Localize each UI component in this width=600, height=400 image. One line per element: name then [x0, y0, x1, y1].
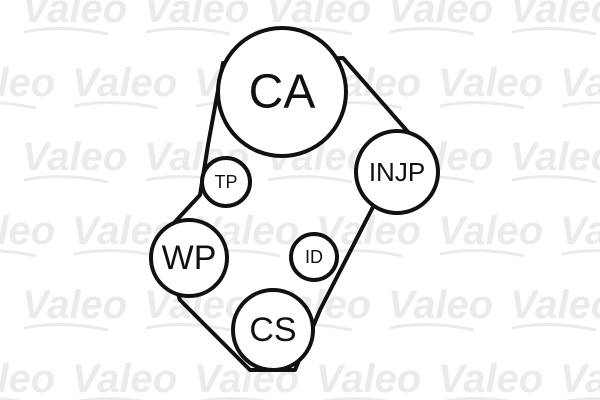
watermark-swoosh: [439, 248, 525, 258]
pulley-ca-label: CA: [249, 66, 316, 119]
watermark-text: Valeo: [510, 0, 600, 31]
watermark-swoosh: [23, 26, 109, 36]
watermark-swoosh: [198, 396, 267, 400]
watermark-swoosh: [320, 396, 389, 400]
watermark-swoosh: [23, 322, 109, 332]
watermark-swoosh: [439, 100, 525, 110]
pulley-wp-label: WP: [162, 239, 217, 277]
watermark-text: Valeo: [22, 283, 127, 327]
watermark-swoosh: [73, 248, 159, 258]
watermark-text: Valeo: [560, 209, 600, 253]
watermark-text: Valeo: [438, 357, 543, 400]
watermark-text: Valeo: [72, 61, 177, 105]
watermark-swoosh: [442, 396, 511, 400]
watermark-swoosh: [145, 322, 231, 332]
pulley-cs: CS: [231, 288, 315, 372]
watermark-swoosh: [511, 174, 597, 184]
watermark-text: Valeo: [22, 135, 127, 179]
watermark-text: Valeo: [266, 0, 371, 31]
watermark-text: Valeo: [0, 61, 55, 105]
watermark-text: Valeo: [510, 135, 600, 179]
watermark-text: Valeo: [560, 61, 600, 105]
watermark-text: Valeo: [438, 61, 543, 105]
watermark-text: Valeo: [72, 357, 177, 400]
pulley-injp: INJP: [354, 129, 440, 215]
pulley-injp-label: INJP: [369, 157, 425, 187]
watermark-swoosh: [267, 174, 353, 184]
watermark-text: Valeo: [388, 0, 493, 31]
watermark-swoosh: [561, 248, 600, 256]
watermark-swoosh: [511, 26, 597, 36]
watermark-text: Valeo: [438, 209, 543, 253]
watermark-text: Valeo: [388, 283, 493, 327]
watermark-swoosh: [23, 174, 109, 184]
watermark-swoosh: [145, 26, 231, 36]
pulley-tp: TP: [200, 156, 252, 208]
watermark-text: Valeo: [22, 0, 127, 31]
pulley-cs-label: CS: [249, 311, 296, 349]
watermark-text: Valeo: [144, 0, 249, 31]
watermark-swoosh: [0, 101, 37, 110]
watermark-text: Valeo: [510, 283, 600, 327]
pulley-id: ID: [289, 232, 339, 282]
pulley-tp-label: TP: [214, 172, 237, 192]
watermark-text: Valeo: [0, 357, 55, 400]
pulley-id-label: ID: [305, 247, 323, 267]
watermark-text: Valeo: [316, 357, 421, 400]
watermark-swoosh: [0, 249, 37, 258]
watermark-swoosh: [511, 322, 597, 332]
watermark-text: Valeo: [0, 209, 55, 253]
watermark-swoosh: [389, 322, 475, 332]
watermark-swoosh: [561, 100, 600, 108]
pulley-wp: WP: [149, 218, 229, 298]
watermark-swoosh: [389, 26, 475, 36]
pulley-ca: CA: [216, 26, 348, 158]
watermark-swoosh: [76, 396, 145, 400]
watermark-text: Valeo: [560, 357, 600, 400]
watermark-swoosh: [73, 100, 159, 110]
